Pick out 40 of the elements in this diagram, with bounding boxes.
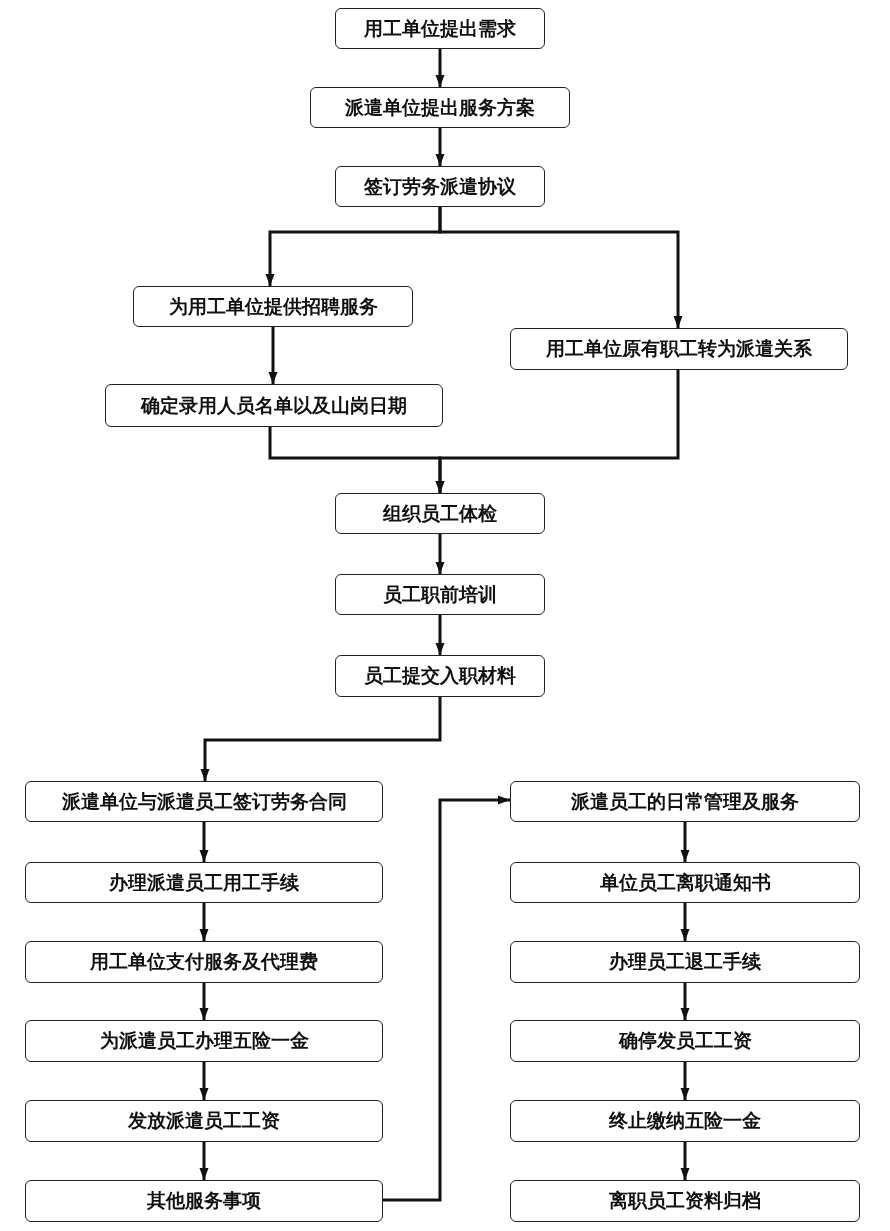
process-box: 发放派遣员工工资 — [25, 1100, 383, 1142]
process-box: 确停发员工工资 — [510, 1020, 860, 1062]
process-box: 派遣单位与派遣员工签订劳务合同 — [25, 781, 383, 822]
process-box: 其他服务事项 — [25, 1180, 383, 1222]
arrow — [435, 534, 445, 574]
arrow — [199, 983, 209, 1020]
process-box: 派遣员工的日常管理及服务 — [510, 781, 860, 822]
arrow — [435, 370, 680, 493]
process-box: 终止缴纳五险一金 — [510, 1100, 860, 1142]
process-box: 派遣单位提出服务方案 — [310, 87, 570, 128]
process-box: 离职员工资料归档 — [510, 1180, 860, 1222]
process-box: 用工单位原有职工转为派遣关系 — [510, 328, 848, 370]
arrow — [435, 49, 445, 87]
process-box: 为派遣员工办理五险一金 — [25, 1020, 383, 1062]
arrow — [199, 822, 209, 862]
process-box: 员工提交入职材料 — [335, 655, 545, 697]
arrow — [200, 697, 442, 781]
process-box: 用工单位支付服务及代理费 — [25, 941, 383, 983]
process-box: 签订劳务派遣协议 — [335, 166, 545, 207]
arrow — [199, 903, 209, 941]
arrow — [680, 1062, 690, 1100]
arrow — [435, 128, 445, 166]
process-box: 确定录用人员名单以及山岗日期 — [105, 384, 443, 427]
arrow — [438, 207, 683, 328]
process-box: 组织员工体检 — [335, 493, 545, 534]
arrow — [680, 822, 690, 862]
arrow — [199, 1142, 209, 1180]
process-box: 用工单位提出需求 — [335, 8, 545, 49]
process-box: 单位员工离职通知书 — [510, 862, 860, 903]
arrow — [268, 327, 278, 384]
process-box: 办理员工退工手续 — [510, 941, 860, 983]
arrow — [383, 795, 510, 1202]
arrow — [680, 983, 690, 1020]
arrow — [680, 903, 690, 941]
arrow — [199, 1062, 209, 1100]
arrow — [680, 1142, 690, 1180]
process-box: 为用工单位提供招聘服务 — [133, 286, 413, 327]
process-box: 员工职前培训 — [335, 574, 545, 615]
arrow — [435, 615, 445, 655]
process-box: 办理派遣员工用工手续 — [25, 862, 383, 903]
